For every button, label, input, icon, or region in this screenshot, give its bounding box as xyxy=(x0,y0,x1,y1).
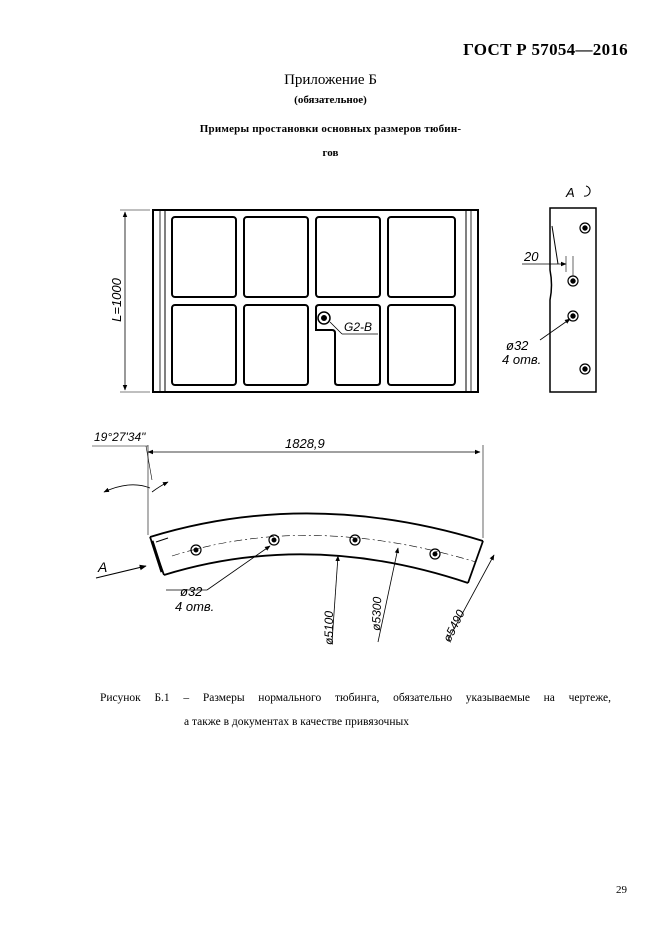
side-view xyxy=(522,185,597,393)
view-a-label: А xyxy=(565,185,575,200)
section-heading-line1: Примеры простановки основных размеров тю… xyxy=(199,123,462,135)
page-number: 29 xyxy=(616,884,627,896)
arc-view xyxy=(92,445,495,643)
length-label: L=1000 xyxy=(109,277,124,322)
offset-label: 20 xyxy=(523,249,539,264)
arc-hole-count: 4 отв. xyxy=(175,599,214,614)
view-arrow-label: A xyxy=(97,559,107,575)
arc-hole-dia: ø32 xyxy=(180,584,203,599)
figure-caption-line1: Рисунок Б.1 – Размеры нормального тюбинг… xyxy=(100,692,611,704)
section-heading-line2: гов xyxy=(322,147,339,159)
side-hole-count: 4 отв. xyxy=(502,352,541,367)
appendix-title: Приложение Б xyxy=(284,72,377,88)
grout-hole-label: G2-B xyxy=(344,320,372,334)
figure-caption-line2: а также в документах в качестве привязоч… xyxy=(184,716,409,728)
angle-label: 19°27'34" xyxy=(94,430,146,444)
side-hole-dia: ø32 xyxy=(506,338,529,353)
dia-mid-label: ø5300 xyxy=(369,596,384,631)
front-view xyxy=(120,209,479,393)
dia-inner-label: ø5100 xyxy=(322,611,336,645)
chord-label: 1828,9 xyxy=(285,436,325,451)
standard-id: ГОСТ Р 57054—2016 xyxy=(463,40,628,59)
dia-outer-label: ø5490 xyxy=(440,607,468,644)
appendix-subtitle: (обязательное) xyxy=(294,94,367,106)
